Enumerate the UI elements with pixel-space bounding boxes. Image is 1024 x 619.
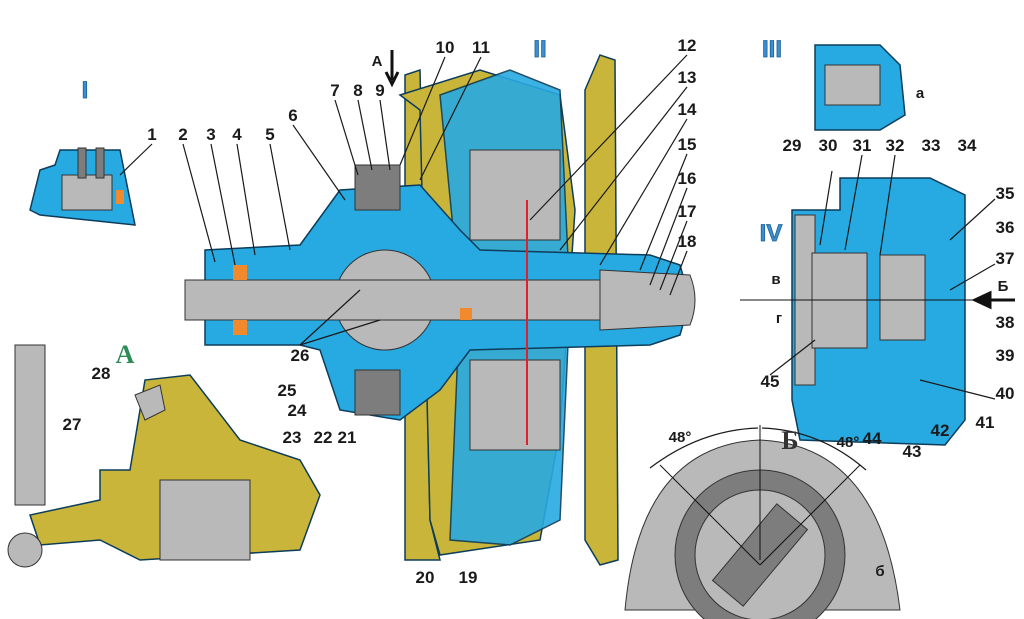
detail-iv-drawing [740,177,1015,446]
callout-14: 14 [678,100,697,119]
callout-7: 7 [330,81,339,100]
label-v: в [771,271,780,288]
callout-40: 40 [996,384,1015,403]
label-b-small: б [875,563,884,580]
callout-10: 10 [436,38,455,57]
callout-3: 3 [206,125,215,144]
callout-15: 15 [678,135,697,154]
callout-2: 2 [178,125,187,144]
callout-21: 21 [338,428,357,447]
callout-36: 36 [996,218,1015,237]
view-b-arrow-icon [971,290,1015,310]
callout-42: 42 [931,421,950,440]
detail-i-drawing [29,147,136,226]
callout-19: 19 [459,568,478,587]
callout-29: 29 [783,136,802,155]
callout-32: 32 [886,136,905,155]
callout-11: 11 [472,38,490,57]
callout-22: 22 [314,428,333,447]
angle-right: 48° [837,434,860,451]
callout-28: 28 [92,364,111,383]
callout-1: 1 [147,125,156,144]
callout-39: 39 [996,346,1015,365]
arrow-b-label: Б [998,278,1009,295]
callouts: 1 2 3 4 5 6 7 8 9 10 11 12 13 14 15 16 1… [63,36,1015,587]
callout-33: 33 [922,136,941,155]
callout-27: 27 [63,415,82,434]
callout-6: 6 [288,106,297,125]
callout-34: 34 [958,136,977,155]
detail-iii-drawing [814,44,906,131]
view-label-iv: IV [760,220,783,247]
leader-lines [119,54,996,400]
callout-25: 25 [278,381,297,400]
angle-left: 48° [669,429,692,446]
callout-5: 5 [265,125,274,144]
callout-9: 9 [375,81,384,100]
callout-43: 43 [903,442,922,461]
view-label-i: I [82,77,89,104]
view-a-drawing [7,344,321,568]
callout-30: 30 [819,136,838,155]
arrow-a-label: А [372,53,383,70]
callout-41: 41 [976,413,995,432]
callout-12: 12 [678,36,697,55]
callout-37: 37 [996,249,1015,268]
callout-26: 26 [291,346,310,365]
view-label-ii: II [533,36,546,63]
label-a-small: а [916,85,925,102]
arrow-a-icon [384,50,400,88]
callout-13: 13 [678,68,697,87]
callout-4: 4 [232,125,242,144]
callout-38: 38 [996,313,1015,332]
callout-17: 17 [678,202,697,221]
callout-20: 20 [416,568,435,587]
view-b-title: Б [781,426,798,455]
callout-24: 24 [288,401,307,420]
callout-23: 23 [283,428,302,447]
callout-44: 44 [863,429,882,448]
label-g: г [776,310,782,327]
callout-8: 8 [353,81,362,100]
view-label-iii: III [762,36,782,63]
view-b-drawing [624,425,901,619]
hub-assembly-drawing [184,149,696,451]
callout-35: 35 [996,184,1015,203]
callout-31: 31 [853,136,872,155]
view-a-title: А [116,340,135,369]
callout-16: 16 [678,169,697,188]
callout-18: 18 [678,232,697,251]
callout-45: 45 [761,372,780,391]
